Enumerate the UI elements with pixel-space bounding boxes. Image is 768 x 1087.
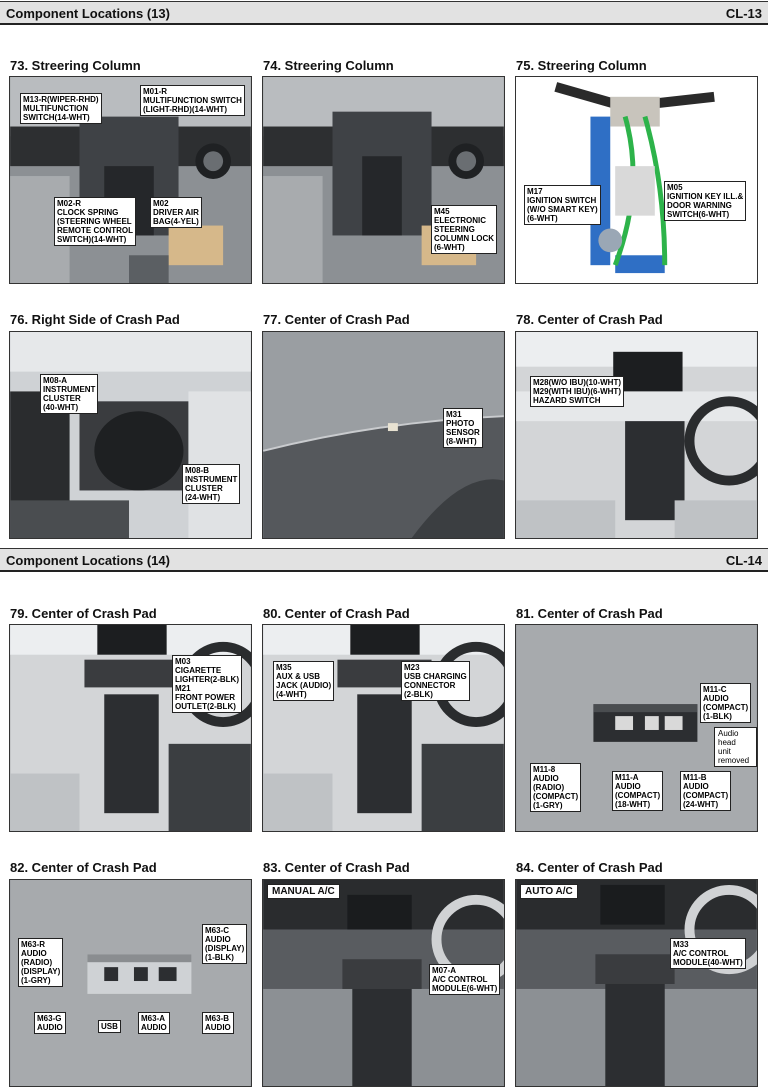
photo-crash-pad-center-77: M31 PHOTO SENSOR (8-WHT) bbox=[262, 331, 505, 539]
label-m11-8: M11-8 AUDIO (RADIO) (COMPACT) (1-GRY) bbox=[530, 763, 582, 812]
label-m07-a: M07-A A/C CONTROL MODULE(6-WHT) bbox=[429, 964, 501, 995]
photo-crash-pad-center-81: M11-C AUDIO (COMPACT) (1-BLK) Audio head… bbox=[515, 624, 758, 832]
panel-title-84: 84. Center of Crash Pad bbox=[516, 860, 663, 875]
label-m11-c: M11-C AUDIO (COMPACT) (1-BLK) bbox=[700, 683, 752, 723]
label-m11-a: M11-A AUDIO (COMPACT) (18-WHT) bbox=[612, 771, 664, 811]
label-m03-m21: M03 CIGARETTE LIGHTER(2-BLK) M21 FRONT P… bbox=[172, 655, 242, 713]
label-m28-m29: M28(W/O IBU)(10-WHT) M29(WITH IBU)(6-WHT… bbox=[530, 376, 624, 407]
panel-title-76: 76. Right Side of Crash Pad bbox=[10, 312, 180, 327]
panel-title-74: 74. Streering Column bbox=[263, 58, 394, 73]
label-m08-b: M08-B INSTRUMENT CLUSTER (24-WHT) bbox=[182, 464, 241, 504]
label-m17: M17 IGNITION SWITCH (W/O SMART KEY) (6-W… bbox=[524, 185, 601, 225]
note-audio-removed: Audio head unit removed bbox=[714, 727, 757, 767]
photo-steering-column-73: M13-R(WIPER-RHD) MULTIFUNCTION SWITCH(14… bbox=[9, 76, 252, 284]
label-m05: M05 IGNITION KEY ILL.& DOOR WARNING SWIT… bbox=[664, 181, 747, 221]
photo-crash-pad-right: M08-A INSTRUMENT CLUSTER (40-WHT) M08-B … bbox=[9, 331, 252, 539]
panel-title-75: 75. Streering Column bbox=[516, 58, 647, 73]
tag-auto-ac: AUTO A/C bbox=[520, 884, 578, 899]
section-code: CL-13 bbox=[725, 6, 762, 21]
crash-pad-photo bbox=[10, 625, 251, 831]
label-m63-a: M63-A AUDIO bbox=[138, 1012, 170, 1034]
label-m23: M23 USB CHARGING CONNECTOR (2-BLK) bbox=[401, 661, 470, 701]
crash-pad-photo bbox=[516, 880, 757, 1086]
label-m63-r: M63-R AUDIO (RADIO) (DISPLAY) (1-GRY) bbox=[18, 938, 64, 987]
panel-title-77: 77. Center of Crash Pad bbox=[263, 312, 410, 327]
label-m13-r: M13-R(WIPER-RHD) MULTIFUNCTION SWITCH(14… bbox=[20, 93, 102, 124]
label-m35: M35 AUX & USB JACK (AUDIO) (4-WHT) bbox=[273, 661, 335, 701]
panel-title-78: 78. Center of Crash Pad bbox=[516, 312, 663, 327]
panel-title-81: 81. Center of Crash Pad bbox=[516, 606, 663, 621]
label-m11-b: M11-B AUDIO (COMPACT) (24-WHT) bbox=[680, 771, 732, 811]
label-m63-c: M63-C AUDIO (DISPLAY) (1-BLK) bbox=[202, 924, 248, 964]
section-header-14: Component Locations (14) CL-14 bbox=[0, 548, 768, 572]
photo-steering-column-75: M17 IGNITION SWITCH (W/O SMART KEY) (6-W… bbox=[515, 76, 758, 284]
photo-crash-pad-center-84: AUTO A/C M33 A/C CONTROL MODULE(40-WHT) bbox=[515, 879, 758, 1087]
section-title: Component Locations (13) bbox=[6, 6, 170, 21]
label-m33: M33 A/C CONTROL MODULE(40-WHT) bbox=[670, 938, 746, 969]
photo-crash-pad-center-80: M35 AUX & USB JACK (AUDIO) (4-WHT) M23 U… bbox=[262, 624, 505, 832]
photo-steering-column-74: M45 ELECTRONIC STEERING COLUMN LOCK (6-W… bbox=[262, 76, 505, 284]
panel-title-80: 80. Center of Crash Pad bbox=[263, 606, 410, 621]
crash-pad-photo bbox=[10, 332, 251, 538]
photo-crash-pad-center-78: M28(W/O IBU)(10-WHT) M29(WITH IBU)(6-WHT… bbox=[515, 331, 758, 539]
photo-crash-pad-center-79: M03 CIGARETTE LIGHTER(2-BLK) M21 FRONT P… bbox=[9, 624, 252, 832]
label-m08-a: M08-A INSTRUMENT CLUSTER (40-WHT) bbox=[40, 374, 99, 414]
crash-pad-photo bbox=[263, 625, 504, 831]
label-m45: M45 ELECTRONIC STEERING COLUMN LOCK (6-W… bbox=[431, 205, 497, 254]
panel-title-79: 79. Center of Crash Pad bbox=[10, 606, 157, 621]
crash-pad-photo bbox=[516, 332, 757, 538]
section-title: Component Locations (14) bbox=[6, 553, 170, 568]
label-m01-r: M01-R MULTIFUNCTION SWITCH (LIGHT-RHD)(1… bbox=[140, 85, 245, 116]
label-m02-r: M02-R CLOCK SPRING (STEERING WHEEL REMOT… bbox=[54, 197, 136, 246]
section-header-13: Component Locations (13) CL-13 bbox=[0, 1, 768, 25]
panel-title-82: 82. Center of Crash Pad bbox=[10, 860, 157, 875]
photo-crash-pad-center-82: M63-R AUDIO (RADIO) (DISPLAY) (1-GRY) M6… bbox=[9, 879, 252, 1087]
steering-column-diagram bbox=[516, 77, 757, 283]
label-m31: M31 PHOTO SENSOR (8-WHT) bbox=[443, 408, 483, 448]
label-m02: M02 DRIVER AIR BAG(4-YEL) bbox=[150, 197, 202, 228]
panel-title-73: 73. Streering Column bbox=[10, 58, 141, 73]
label-m63-b: M63-B AUDIO bbox=[202, 1012, 234, 1034]
panel-title-83: 83. Center of Crash Pad bbox=[263, 860, 410, 875]
label-usb: USB bbox=[98, 1020, 121, 1033]
label-m63-g: M63-G AUDIO bbox=[34, 1012, 66, 1034]
tag-manual-ac: MANUAL A/C bbox=[267, 884, 340, 899]
section-code: CL-14 bbox=[725, 553, 762, 568]
photo-crash-pad-center-83: MANUAL A/C M07-A A/C CONTROL MODULE(6-WH… bbox=[262, 879, 505, 1087]
